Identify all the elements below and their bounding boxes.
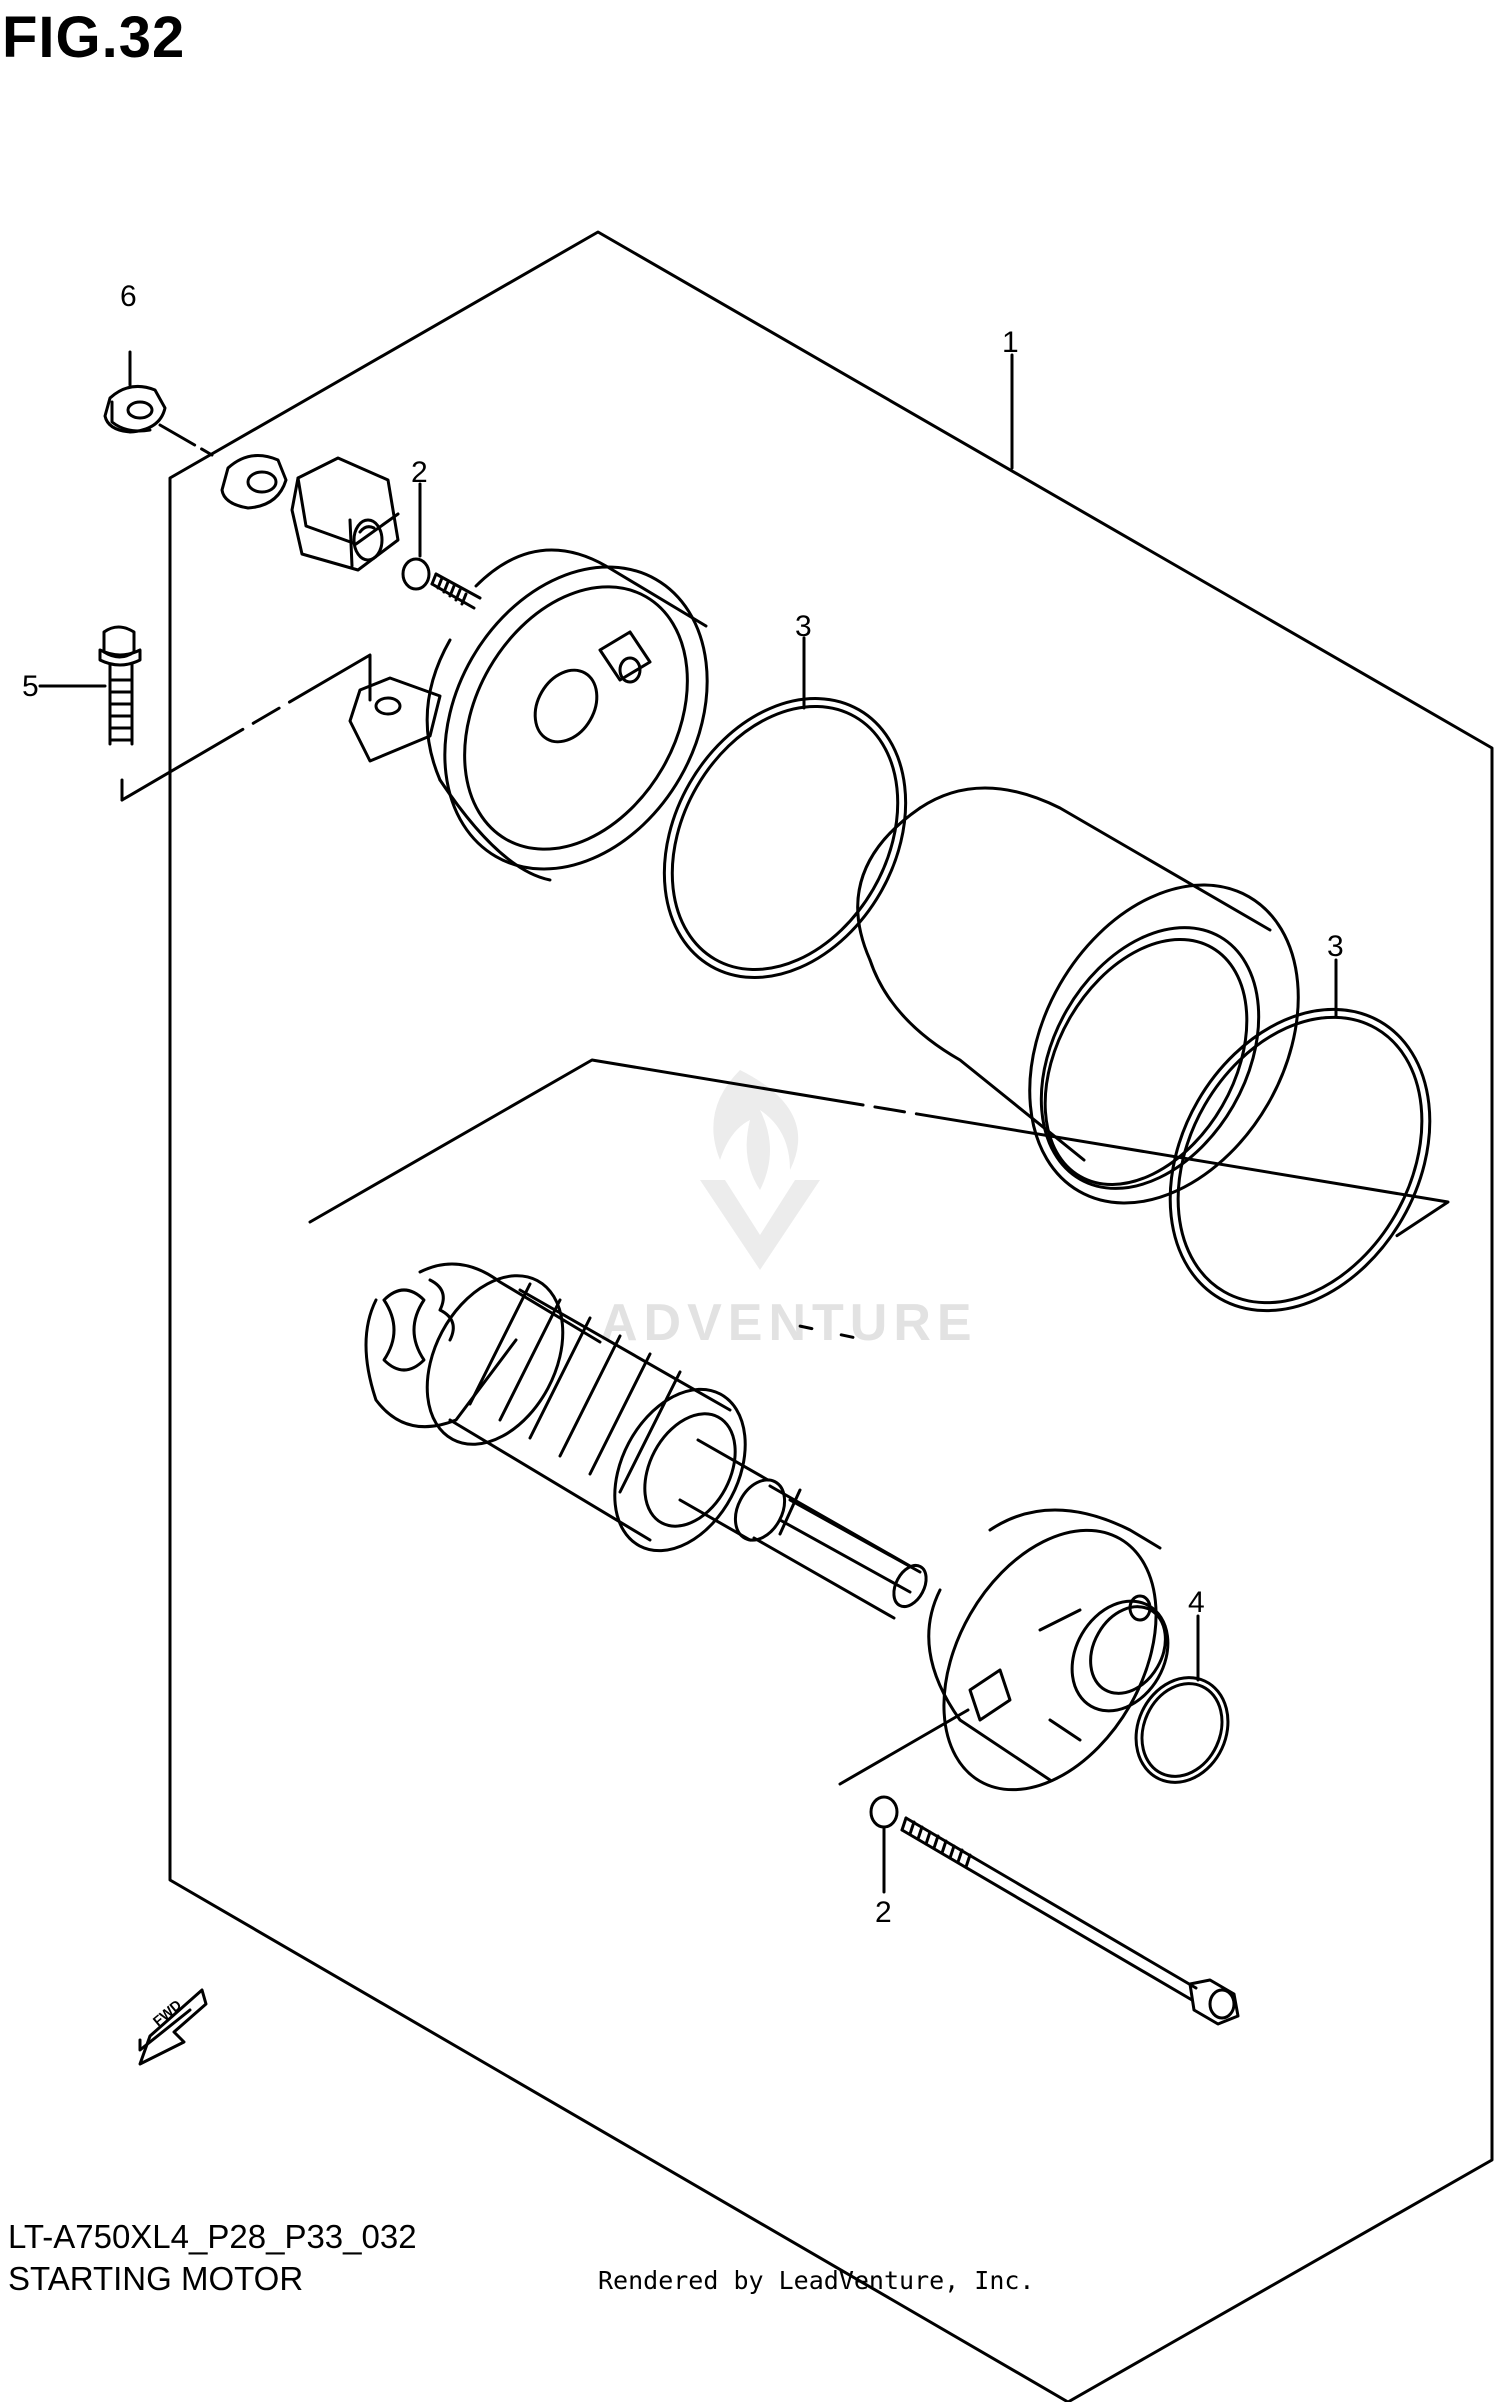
front-cover-leader — [838, 1708, 970, 1786]
oring-3-left — [662, 636, 908, 979]
watermark: ADVENTURE — [600, 1070, 978, 1352]
oring-2-top — [401, 557, 431, 591]
terminal-cap — [290, 456, 400, 572]
figure-title: FIG.32 — [2, 5, 186, 70]
assembly-boundary — [168, 230, 1494, 2402]
oring-4 — [1134, 1614, 1230, 1784]
callout-5: 5 — [22, 670, 39, 703]
rendered-by-credit: Rendered by LeadVenture, Inc. — [598, 2266, 1035, 2295]
callout-2-top: 2 — [411, 456, 428, 489]
callout-4: 4 — [1188, 1586, 1205, 1619]
nut-6 — [103, 350, 214, 457]
bolt-5 — [98, 625, 142, 746]
diagram-caption: STARTING MOTOR — [8, 2260, 304, 2297]
armature — [364, 1262, 928, 1620]
callout-3-left: 3 — [795, 610, 812, 643]
terminal-nut — [220, 454, 288, 510]
motor-yoke — [856, 786, 1300, 1205]
callout-3-right: 3 — [1327, 930, 1344, 963]
front-end-cover — [927, 1508, 1170, 1792]
callout-6: 6 — [120, 280, 137, 313]
callout-1: 1 — [1002, 326, 1019, 359]
through-bolt — [900, 1816, 1240, 2026]
watermark-text: ADVENTURE — [600, 1294, 978, 1352]
diagram-code: LT-A750XL4_P28_P33_032 — [8, 2218, 417, 2255]
callout-2-bottom: 2 — [875, 1896, 892, 1929]
armature-boundary — [308, 1058, 1450, 1402]
oring-3-right — [1168, 958, 1432, 1313]
rear-end-cover — [348, 548, 709, 882]
oring-2-bottom — [869, 1795, 899, 1829]
fwd-arrow-icon — [138, 1988, 208, 2066]
